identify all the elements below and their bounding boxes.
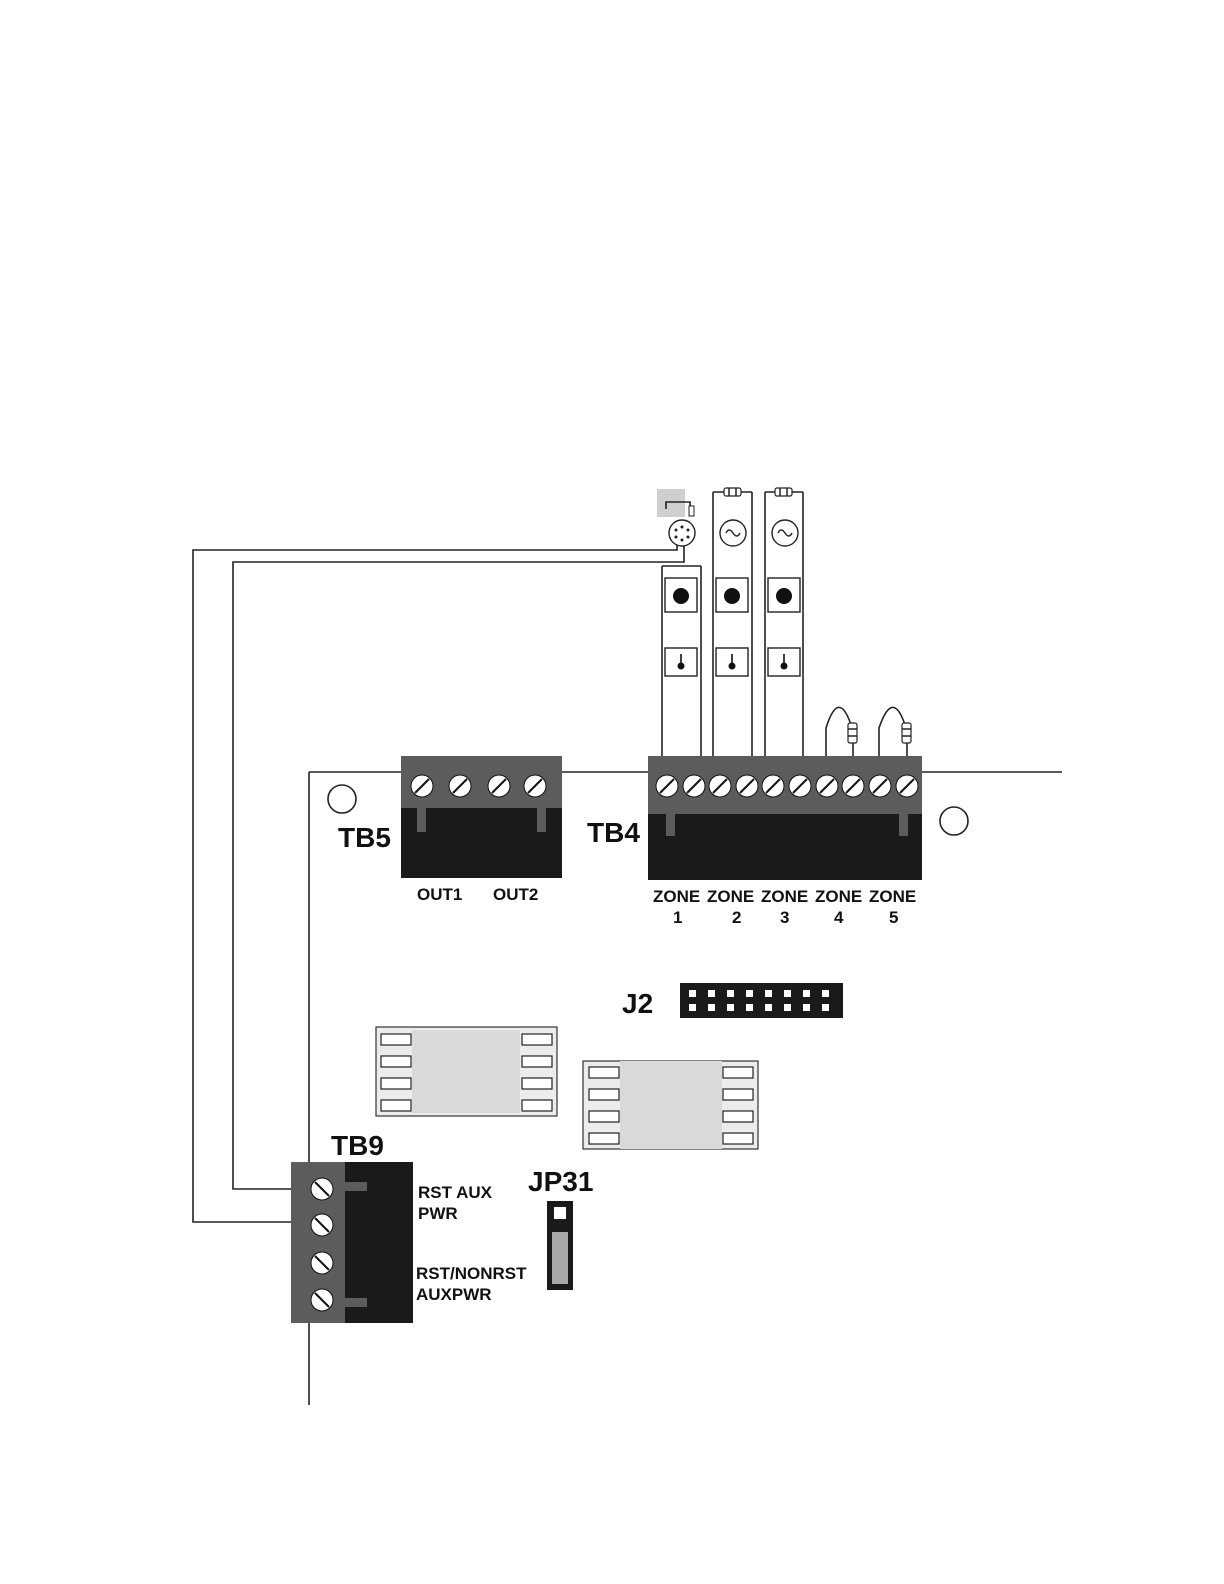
mounting-hole xyxy=(940,807,968,835)
zone-label-number: 1 xyxy=(673,908,682,927)
screw-terminal xyxy=(789,775,811,797)
screw-terminal xyxy=(762,775,784,797)
zone-label-word: ZONE xyxy=(707,887,754,906)
screw-terminal xyxy=(311,1252,333,1274)
out2-label: OUT2 xyxy=(493,885,538,904)
zone-label-number: 5 xyxy=(889,908,898,927)
screw-terminal xyxy=(896,775,918,797)
relay-component xyxy=(376,1027,557,1116)
screw-terminal xyxy=(411,775,433,797)
tb9-label: TB9 xyxy=(331,1130,384,1161)
screw-terminal xyxy=(311,1214,333,1236)
screw-terminal xyxy=(842,775,864,797)
j2-label: J2 xyxy=(622,988,653,1019)
tb4-label: TB4 xyxy=(587,817,640,848)
screw-terminal xyxy=(311,1178,333,1200)
screw-terminal xyxy=(524,775,546,797)
out1-label: OUT1 xyxy=(417,885,462,904)
zone-label-number: 4 xyxy=(834,908,844,927)
tb5-label: TB5 xyxy=(338,822,391,853)
zone-1-device-loop xyxy=(662,566,701,756)
screw-terminal xyxy=(311,1289,333,1311)
tb4-terminal-block xyxy=(648,756,922,880)
zone-label-number: 3 xyxy=(780,908,789,927)
j2-pin-header xyxy=(680,983,843,1018)
rst-nonrst-label: RST/NONRST xyxy=(416,1264,527,1283)
screw-terminal xyxy=(869,775,891,797)
zone-2-device-loop xyxy=(713,488,752,756)
zone-label-word: ZONE xyxy=(653,887,700,906)
eol-resistor xyxy=(775,488,792,496)
screw-terminal xyxy=(736,775,758,797)
screw-terminal xyxy=(656,775,678,797)
zone-5-eol-loop xyxy=(879,707,911,756)
zone-label-number: 2 xyxy=(732,908,741,927)
eol-resistor xyxy=(724,488,741,496)
smoke-detector xyxy=(657,489,695,546)
jp31-jumper xyxy=(547,1201,573,1290)
screw-terminal xyxy=(709,775,731,797)
zone-label-word: ZONE xyxy=(761,887,808,906)
screw-terminal xyxy=(683,775,705,797)
relay-component xyxy=(583,1061,758,1149)
zone-3-device-loop xyxy=(765,488,803,756)
screw-terminal xyxy=(816,775,838,797)
tb5-terminal-block xyxy=(401,756,562,878)
jp31-label: JP31 xyxy=(528,1166,593,1197)
zone-label-word: ZONE xyxy=(815,887,862,906)
screw-terminal xyxy=(488,775,510,797)
rst-aux-label: PWR xyxy=(418,1204,458,1223)
rst-nonrst-label: AUXPWR xyxy=(416,1285,492,1304)
zone-4-eol-loop xyxy=(826,707,857,756)
mounting-hole xyxy=(328,785,356,813)
zone-label-word: ZONE xyxy=(869,887,916,906)
screw-terminal xyxy=(449,775,471,797)
tb9-terminal-block xyxy=(291,1162,413,1323)
rst-aux-label: RST AUX xyxy=(418,1183,493,1202)
